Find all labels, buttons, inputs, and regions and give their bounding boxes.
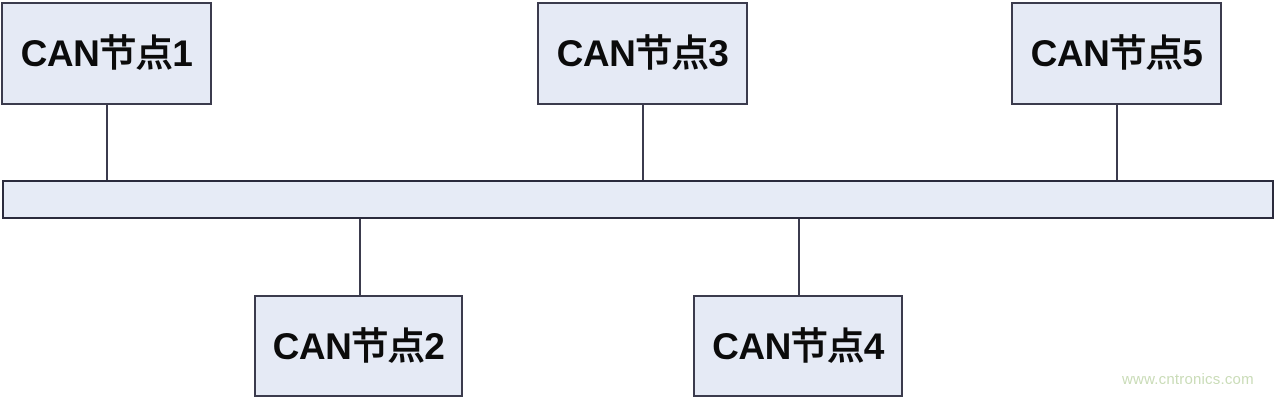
node-box-node3[interactable]: CAN节点3 [537, 2, 748, 105]
node-label-node4: CAN节点4 [712, 325, 884, 367]
connector-line-node4 [798, 219, 800, 295]
node-label-node2: CAN节点2 [272, 325, 445, 367]
node-label-node1: CAN节点1 [20, 33, 193, 74]
node-box-node1[interactable]: CAN节点1 [1, 2, 212, 105]
node-label-node3: CAN节点3 [556, 33, 729, 74]
can-bus-line[interactable] [2, 180, 1274, 219]
node-box-node5[interactable]: CAN节点5 [1011, 2, 1222, 105]
node-label-node5: CAN节点5 [1030, 33, 1203, 74]
node-box-node2[interactable]: CAN节点2 [254, 295, 463, 397]
connector-line-node1 [106, 105, 108, 180]
connector-line-node5 [1116, 105, 1118, 180]
node-box-node4[interactable]: CAN节点4 [693, 295, 903, 397]
watermark-text: www.cntronics.com [1122, 371, 1254, 388]
connector-line-node3 [642, 105, 644, 180]
connector-line-node2 [359, 219, 361, 295]
